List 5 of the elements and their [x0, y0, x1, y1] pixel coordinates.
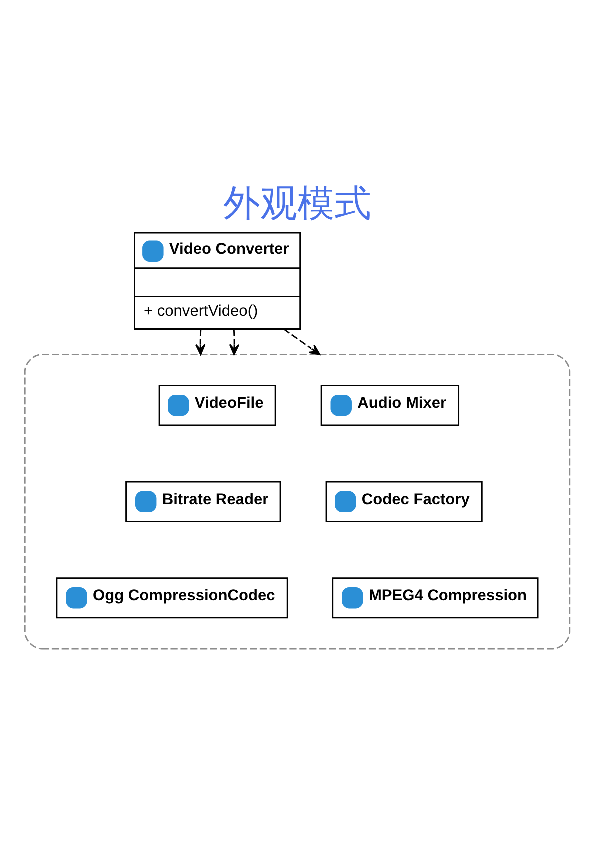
- arrow: [283, 328, 321, 356]
- cluster: [24, 354, 571, 650]
- arrow: [195, 329, 206, 356]
- diagram-title: 外观模式: [224, 182, 372, 224]
- arrow: [229, 329, 240, 356]
